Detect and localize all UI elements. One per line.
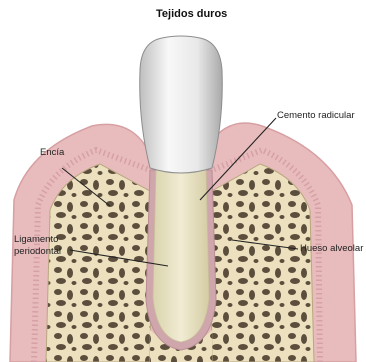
- tooth-crown: [140, 36, 223, 173]
- label-hueso-alveolar: Hueso alveolar: [300, 243, 363, 255]
- tooth-root: [153, 168, 209, 342]
- label-cemento-radicular: Cemento radicular: [277, 110, 355, 122]
- label-ligamento-line2: periodontal: [14, 246, 61, 258]
- label-encia: Encía: [40, 147, 64, 159]
- diagram-title: Tejidos duros: [156, 8, 227, 20]
- label-ligamento-line1: Ligamento: [14, 234, 58, 246]
